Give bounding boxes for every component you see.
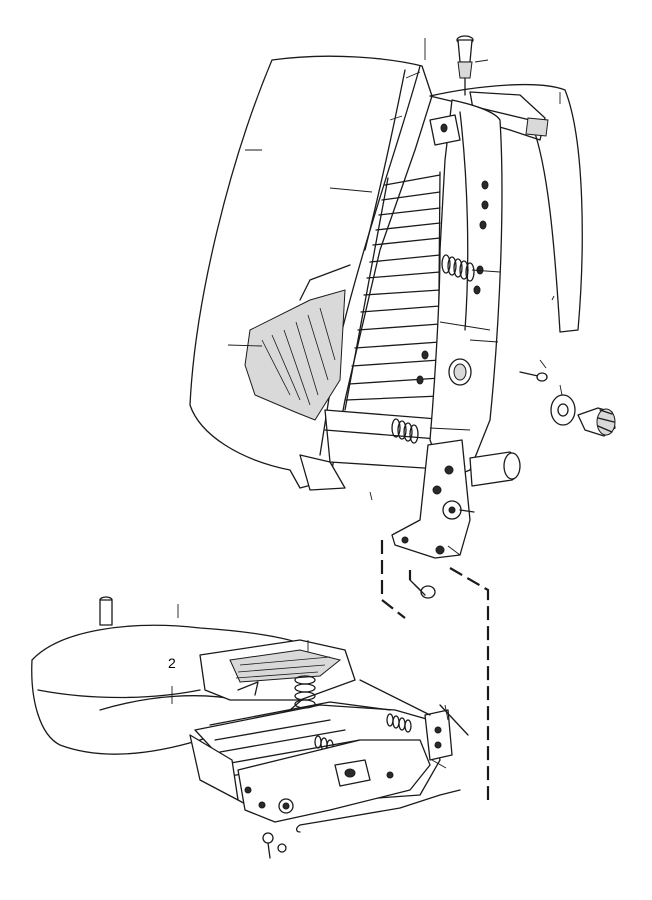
fastener-screw-lower	[262, 832, 287, 859]
adjust-knob	[577, 407, 616, 437]
backrest-assembly	[189, 35, 616, 559]
side-bolster	[244, 289, 346, 421]
seat-pin	[99, 596, 113, 626]
seat-tension-spring-right	[386, 713, 412, 733]
callout-label-2: 2	[168, 655, 176, 671]
backrest-rear-panel	[429, 84, 583, 333]
backrest-side-frame	[429, 99, 503, 481]
release-rod	[299, 789, 461, 826]
recliner-spring-lower	[391, 418, 419, 444]
fastener-nut	[278, 798, 294, 814]
seat-assembly	[31, 596, 469, 859]
seat-center-spring	[294, 675, 316, 709]
recliner-spring-upper	[441, 254, 475, 282]
callout-leaders	[171, 38, 563, 769]
bolt-middle	[409, 579, 436, 599]
screw-upper	[519, 371, 548, 382]
headrest-guide-pin	[456, 35, 474, 96]
seat-rear-bracket	[424, 709, 453, 761]
assembly-guide-lines	[380, 540, 490, 800]
